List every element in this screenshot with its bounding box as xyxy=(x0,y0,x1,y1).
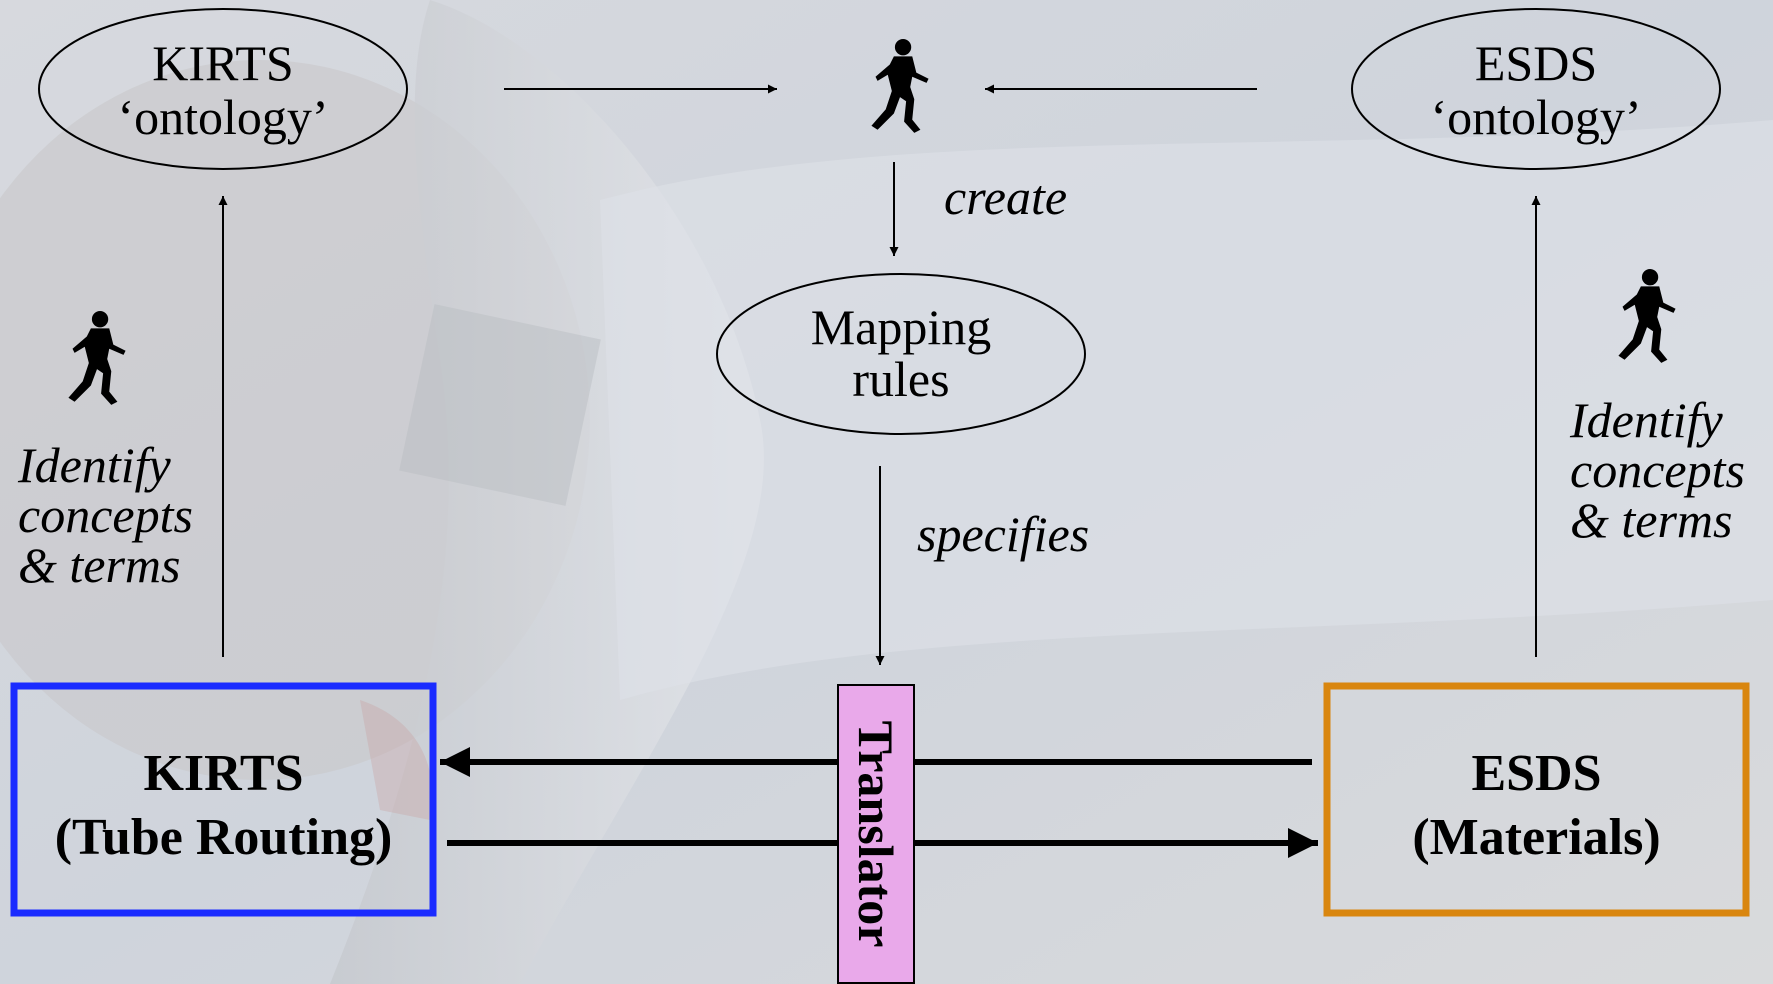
esds-ontology-label: ESDS ‘ontology’ xyxy=(1386,38,1686,142)
kirts-ontology-line1: KIRTS xyxy=(152,35,294,91)
esds-ontology-line2: ‘ontology’ xyxy=(1430,89,1642,145)
specifies-label: specifies xyxy=(917,506,1090,562)
kirts-ontology-ellipse xyxy=(38,8,408,170)
mapping-rules-line1: Mapping xyxy=(810,299,992,355)
identify-right-line1: Identify xyxy=(1570,392,1723,448)
esds-box-line1: ESDS xyxy=(1471,745,1602,802)
mapping-rules-label: Mapping rules xyxy=(751,302,1051,404)
person-running-icon xyxy=(1618,269,1676,363)
identify-left-label: Identify concepts & terms xyxy=(18,440,193,590)
person-running-icon xyxy=(68,311,126,405)
identify-right-label: Identify concepts & terms xyxy=(1570,395,1745,545)
translator-label: Translator xyxy=(848,720,904,948)
kirts-ontology-label: KIRTS ‘ontology’ xyxy=(73,38,373,142)
esds-ontology-ellipse xyxy=(1351,8,1721,170)
identify-right-line3: & terms xyxy=(1570,492,1733,548)
mapping-rules-line2: rules xyxy=(852,351,950,407)
kirts-system-box xyxy=(10,682,437,917)
identify-left-line1: Identify xyxy=(18,437,171,493)
esds-ontology-line1: ESDS xyxy=(1474,35,1598,91)
esds-box-label: ESDS (Materials) xyxy=(1327,742,1746,870)
kirts-ontology-line2: ‘ontology’ xyxy=(117,89,329,145)
kirts-box-line1: KIRTS xyxy=(143,745,304,802)
identify-right-line2: concepts xyxy=(1570,442,1745,498)
translator-box: Translator xyxy=(837,684,915,984)
create-label: create xyxy=(944,169,1068,225)
esds-system-box xyxy=(1323,682,1750,917)
identify-left-line3: & terms xyxy=(18,537,181,593)
mapping-rules-ellipse xyxy=(716,273,1086,435)
esds-box-line2: (Materials) xyxy=(1412,809,1661,866)
kirts-box-label: KIRTS (Tube Routing) xyxy=(14,742,433,870)
person-running-icon xyxy=(871,39,929,133)
kirts-box-line2: (Tube Routing) xyxy=(54,809,393,866)
identify-left-line2: concepts xyxy=(18,487,193,543)
